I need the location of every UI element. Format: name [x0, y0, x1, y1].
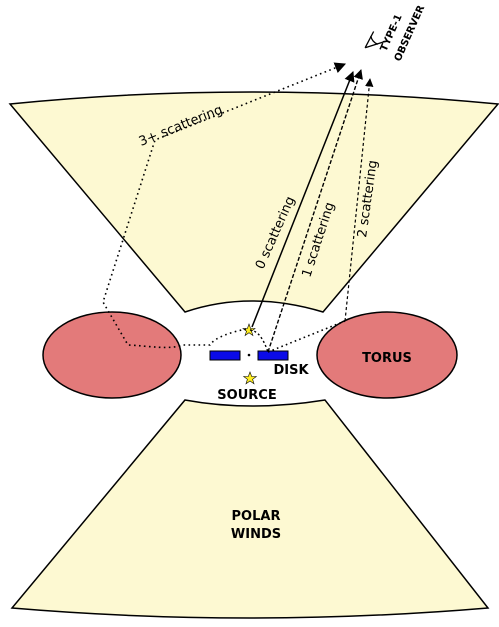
polar-winds-label-line1: POLAR — [232, 509, 281, 524]
observer-label-line2: OBSERVER — [393, 4, 428, 64]
disk-center-dot — [247, 353, 251, 357]
torus-left — [42, 311, 182, 399]
torus-label: TORUS — [362, 351, 412, 366]
disk-right-segment — [257, 350, 289, 361]
upper-polar-wind — [8, 91, 499, 313]
path-1-scattering-in — [249, 329, 269, 353]
lower-polar-wind — [10, 399, 490, 619]
disk-label: DISK — [273, 363, 309, 378]
path-1-scattering-out — [267, 69, 363, 353]
polar-winds-label-line2: WINDS — [231, 527, 281, 542]
eye-icon — [364, 31, 383, 49]
star-icon — [242, 323, 256, 337]
disk-left-segment — [209, 350, 241, 361]
torus-right — [316, 311, 458, 399]
path-2-scattering-out — [344, 78, 374, 322]
source-label: SOURCE — [217, 388, 276, 403]
path-0-scattering — [251, 71, 355, 328]
star-icon — [242, 371, 258, 385]
